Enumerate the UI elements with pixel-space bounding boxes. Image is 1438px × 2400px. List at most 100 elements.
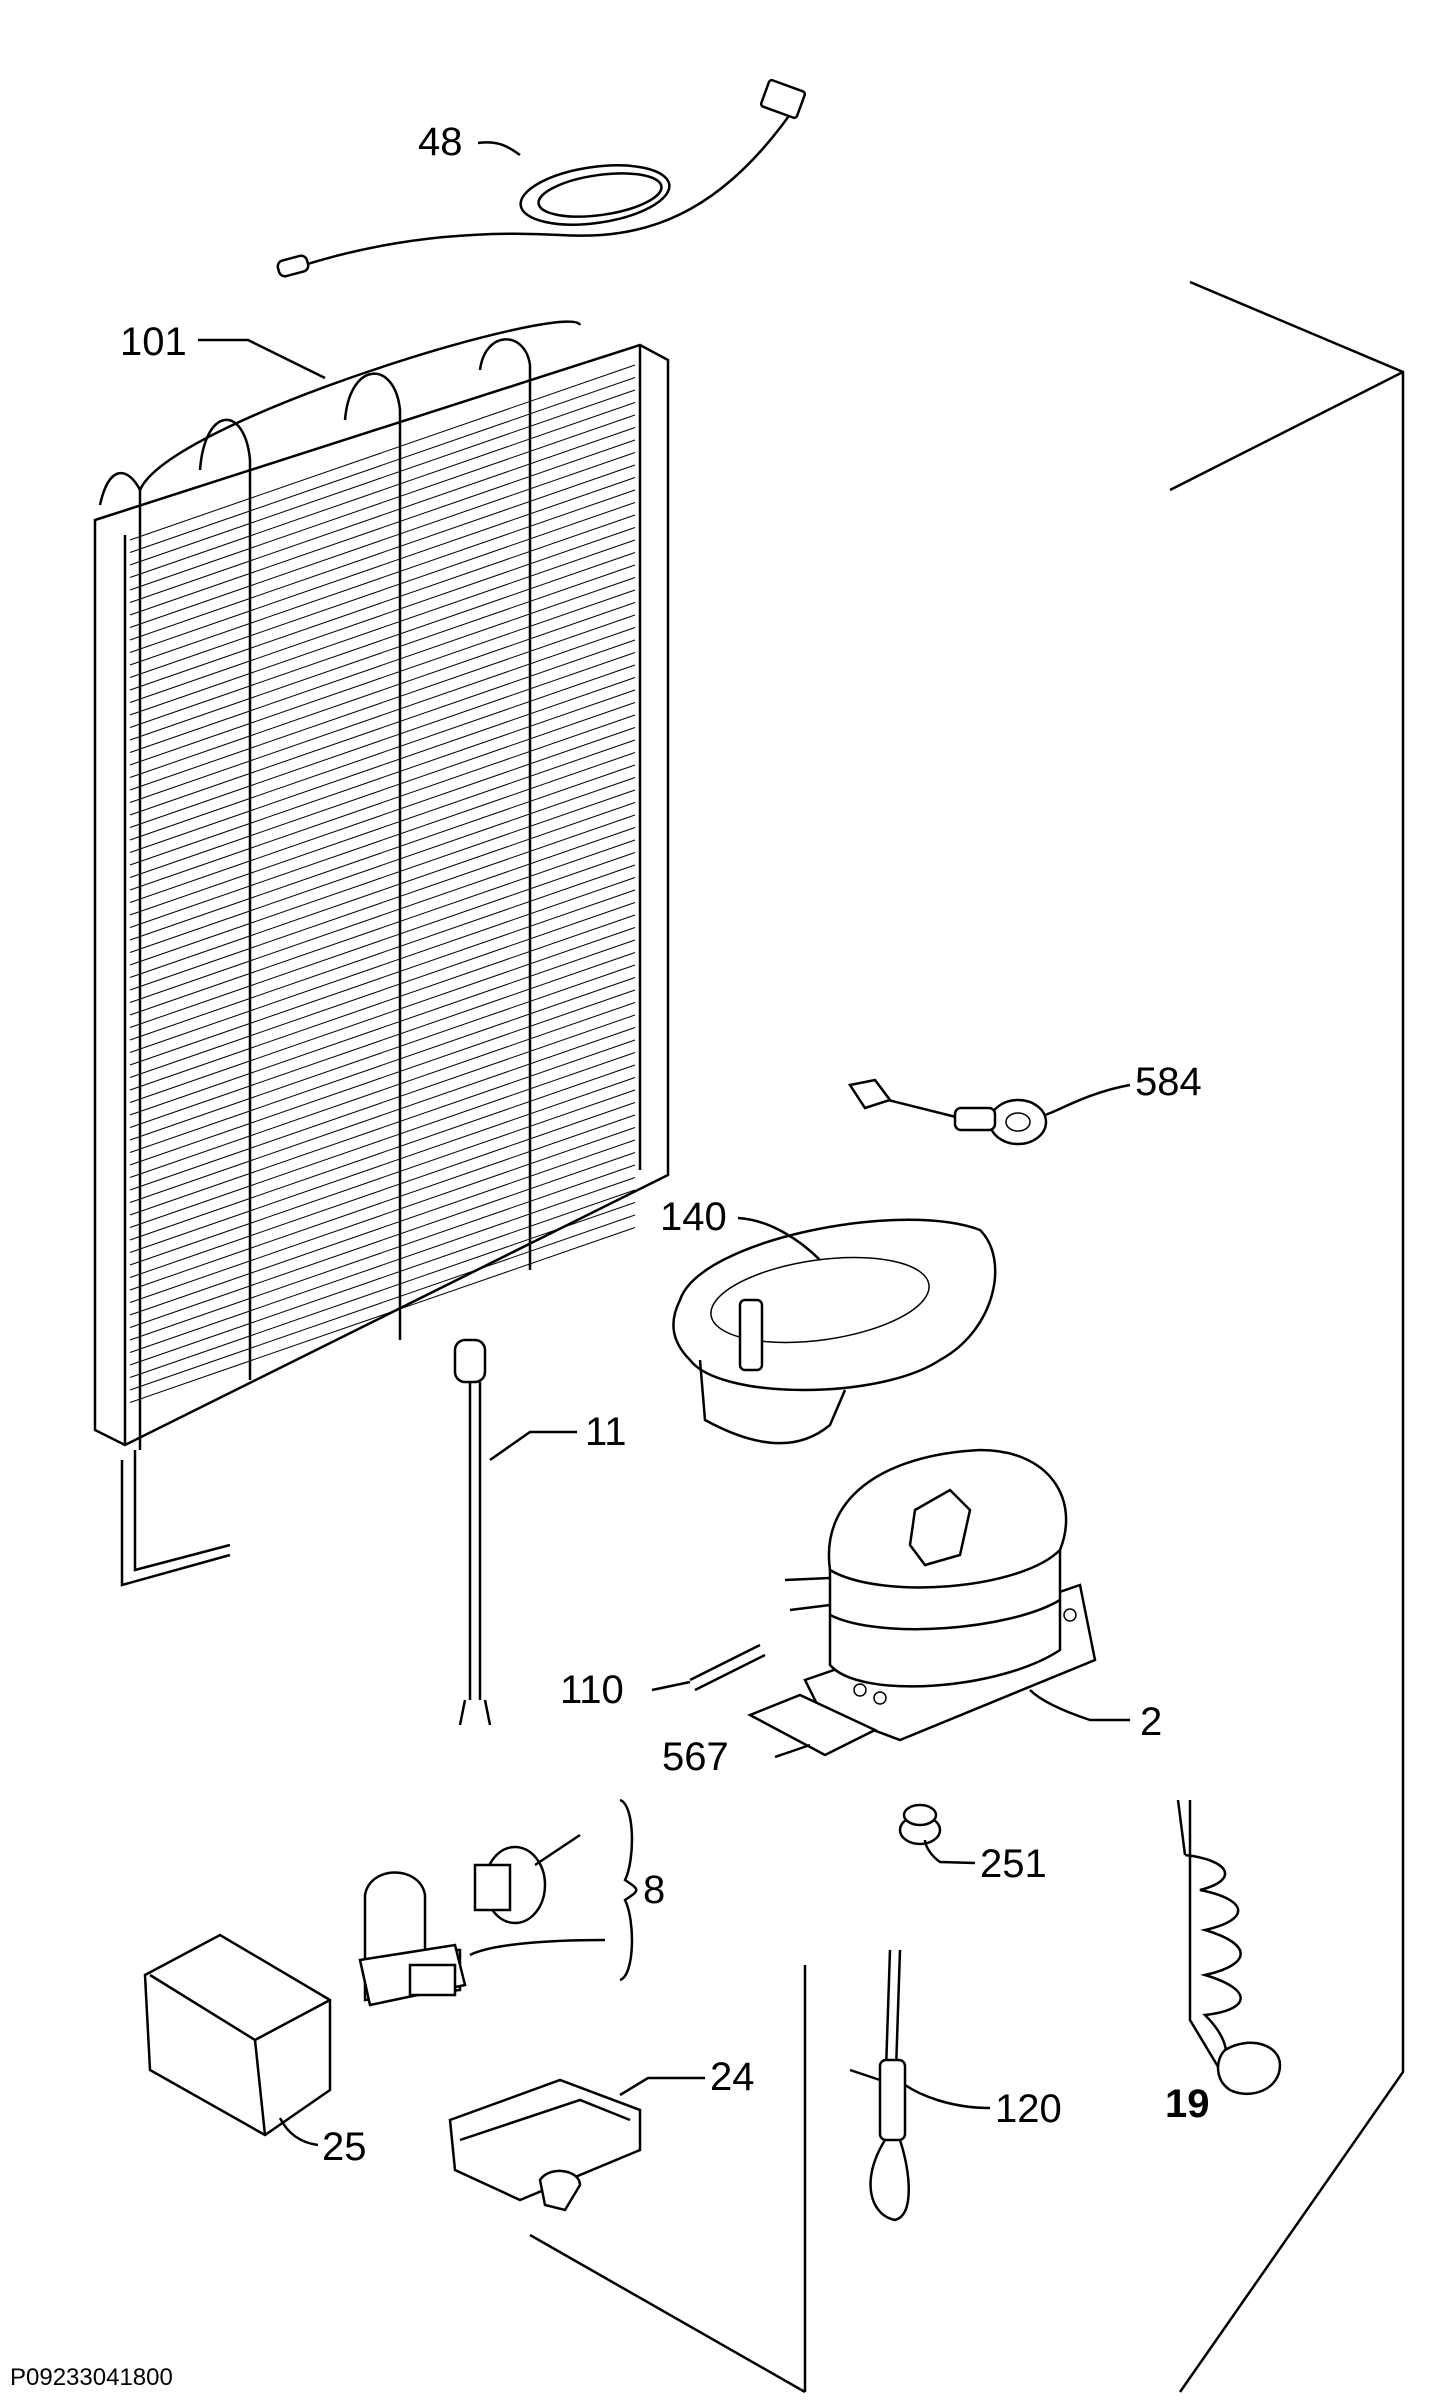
- grommet-part: [898, 1803, 942, 1846]
- fin-line: [129, 852, 636, 1028]
- fin-line: [129, 514, 636, 691]
- cover-box-part: [143, 1933, 332, 2137]
- bracket-part: [448, 2078, 642, 2212]
- drip-tray-part: [672, 1218, 997, 1445]
- callout-8: 8: [643, 1868, 665, 1912]
- fin-line: [129, 739, 636, 916]
- fin-line: [129, 1064, 636, 1241]
- fin-line: [129, 902, 636, 1078]
- fin-line: [129, 664, 636, 841]
- fin-line: [129, 602, 636, 778]
- fin-line: [129, 952, 636, 1128]
- callout-2: 2: [1140, 1700, 1162, 1744]
- fin-line: [129, 1189, 636, 1366]
- fin-line: [129, 1002, 636, 1178]
- fin-line: [129, 489, 636, 666]
- fin-line: [129, 464, 636, 641]
- fin-line: [129, 627, 636, 803]
- fin-line: [129, 1202, 636, 1378]
- fin-line: [129, 889, 636, 1066]
- callout-251: 251: [980, 1842, 1047, 1886]
- connector-part: [847, 1078, 1048, 1146]
- fin-line: [129, 452, 636, 628]
- fin-line: [129, 1014, 636, 1191]
- fin-line: [129, 864, 636, 1041]
- fin-line: [129, 639, 636, 816]
- fin-line: [129, 439, 636, 616]
- fin-line: [129, 414, 636, 591]
- fin-line: [129, 377, 636, 553]
- fin-line: [129, 1089, 636, 1266]
- cabinet-outline: [529, 280, 1405, 2394]
- fin-line: [129, 1114, 636, 1291]
- fin-line: [129, 527, 636, 703]
- fin-line: [129, 502, 636, 678]
- fin-line: [129, 964, 636, 1141]
- power-cord-part: [1176, 1799, 1282, 2096]
- mounting-plate-part: [747, 1693, 878, 1757]
- fin-line: [129, 827, 636, 1003]
- callout-567: 567: [662, 1735, 729, 1779]
- tube-part: [689, 1643, 766, 1692]
- fin-line: [129, 789, 636, 966]
- fin-line: [129, 727, 636, 903]
- fin-line: [129, 814, 636, 991]
- fin-line: [129, 877, 636, 1053]
- relay-part: [358, 1798, 638, 2007]
- fin-line: [129, 364, 636, 541]
- fin-line: [129, 477, 636, 653]
- fin-line: [129, 1027, 636, 1203]
- fin-line: [129, 589, 636, 766]
- callout-110: 110: [560, 1668, 624, 1712]
- condenser-part: [93, 320, 670, 1587]
- sensor-cable-part: [276, 78, 807, 278]
- fin-line: [129, 702, 636, 878]
- sensor-probe-part: [453, 1338, 492, 1726]
- reference-code: P09233041800: [10, 2364, 173, 2391]
- callout-140: 140: [660, 1195, 727, 1239]
- fin-line: [129, 977, 636, 1153]
- callout-labels: 48 101 584 140 11 110 2 567 251 8 24 120…: [120, 120, 1210, 2169]
- callout-101: 101: [120, 320, 187, 364]
- fin-line: [129, 1052, 636, 1228]
- fin-line: [129, 402, 636, 578]
- fin-line: [129, 1227, 636, 1403]
- fin-line: [129, 802, 636, 978]
- fin-line: [129, 1164, 636, 1341]
- fin-line: [129, 752, 636, 928]
- fin-line: [129, 1127, 636, 1303]
- fin-line: [129, 1214, 636, 1391]
- callout-120: 120: [995, 2087, 1062, 2131]
- callout-24: 24: [710, 2055, 755, 2099]
- compressor-part: [784, 1448, 1097, 1742]
- callout-584: 584: [1135, 1060, 1202, 1104]
- condenser-fins: [129, 364, 636, 1403]
- fin-line: [129, 1077, 636, 1253]
- fin-line: [129, 689, 636, 866]
- heater-part: [849, 1949, 910, 2222]
- callout-48: 48: [418, 120, 463, 164]
- fin-line: [129, 427, 636, 603]
- fin-line: [129, 714, 636, 891]
- fin-line: [129, 539, 636, 716]
- fin-line: [129, 927, 636, 1103]
- fin-line: [129, 914, 636, 1091]
- fin-line: [129, 564, 636, 741]
- fin-line: [129, 1039, 636, 1216]
- leader-lines: [198, 141, 1131, 2147]
- fin-line: [129, 577, 636, 753]
- fin-line: [129, 652, 636, 828]
- fin-line: [129, 1102, 636, 1278]
- callout-11: 11: [585, 1410, 627, 1454]
- fin-line: [129, 677, 636, 853]
- fin-line: [129, 939, 636, 1116]
- fin-line: [129, 614, 636, 791]
- fin-line: [129, 1152, 636, 1328]
- fin-line: [129, 552, 636, 728]
- fin-line: [129, 989, 636, 1166]
- callout-25: 25: [322, 2125, 367, 2169]
- fin-line: [129, 1139, 636, 1316]
- fin-line: [129, 764, 636, 941]
- fin-line: [129, 1177, 636, 1353]
